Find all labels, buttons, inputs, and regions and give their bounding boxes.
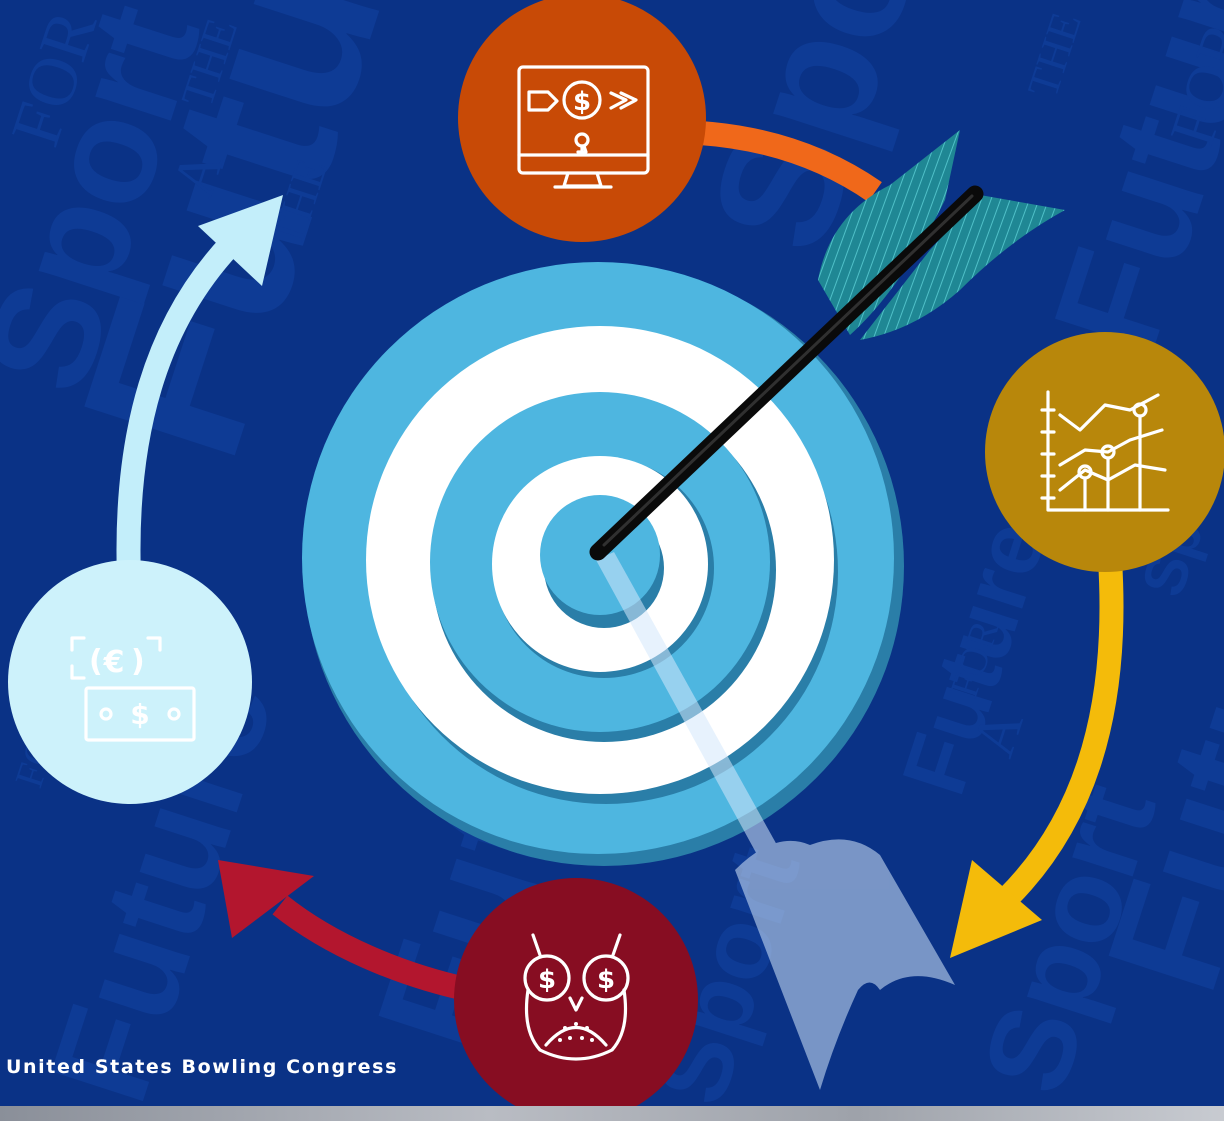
right-to-bottom-arrow-shaft xyxy=(991,559,1124,914)
fletching-left xyxy=(818,130,960,335)
right-to-bottom-arrowhead xyxy=(950,860,1042,958)
rising-line-chart-icon xyxy=(1040,390,1170,512)
owl-right-dollar: $ xyxy=(597,965,615,995)
banknote-dollar: $ xyxy=(130,698,149,731)
currency-exchange-node: ( € ) $ xyxy=(8,560,252,804)
owl-dollar-eyes-icon: $ $ xyxy=(523,933,630,1061)
left-to-top-arrow-shaft xyxy=(116,236,239,601)
arrow-exit-ghost xyxy=(596,552,955,1090)
left-circle xyxy=(8,560,252,804)
top-to-right-arc xyxy=(699,121,882,202)
money-transfer-node: $ xyxy=(458,0,706,242)
left-to-top-arrowhead xyxy=(198,195,283,286)
arrow-fletching xyxy=(818,130,1065,340)
cycle-arrows xyxy=(116,121,1124,1002)
dollar-glyph: $ xyxy=(573,87,591,117)
euro-paren-open: ( xyxy=(89,644,103,679)
bottom-to-left-arrowhead xyxy=(218,860,314,938)
growth-chart-node xyxy=(985,332,1224,572)
organization-caption: United States Bowling Congress xyxy=(6,1056,398,1078)
saving-owl-node: $ $ xyxy=(454,878,698,1121)
bottom-to-left-arrow-shaft xyxy=(272,895,473,1002)
top-circle xyxy=(458,0,706,242)
money-transfer-monitor-icon: $ xyxy=(517,65,650,189)
ghost-fletching xyxy=(735,839,955,1090)
fletching-right xyxy=(860,195,1065,340)
arrow-shaft-highlight xyxy=(602,194,974,547)
euro-glyph: € xyxy=(103,645,125,680)
owl-left-dollar: $ xyxy=(538,965,556,995)
bottom-band xyxy=(0,1106,1224,1121)
bottom-circle xyxy=(454,878,698,1121)
euro-dollar-banknotes-icon: ( € ) $ xyxy=(70,636,196,742)
ghost-shaft xyxy=(596,552,792,882)
euro-paren-close: ) xyxy=(131,644,145,679)
